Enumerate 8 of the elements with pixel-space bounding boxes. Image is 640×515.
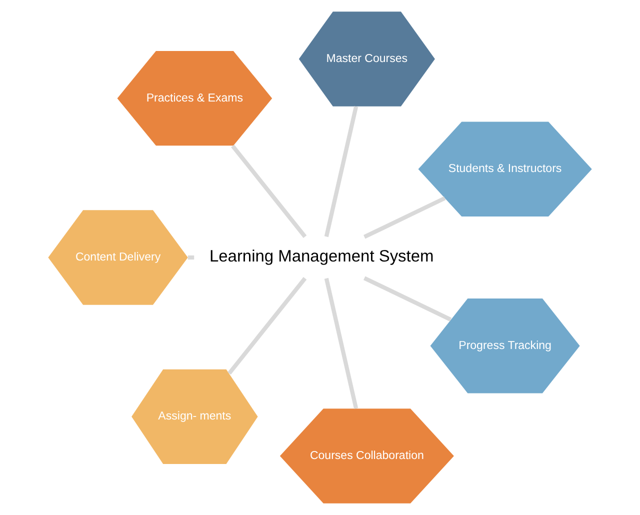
connector xyxy=(364,196,446,239)
node-text: Learning Management System xyxy=(209,248,434,266)
connector xyxy=(364,276,452,322)
connector xyxy=(231,144,307,238)
connector xyxy=(324,278,358,409)
connector xyxy=(324,106,358,238)
connector xyxy=(188,255,194,260)
connector xyxy=(228,277,307,375)
